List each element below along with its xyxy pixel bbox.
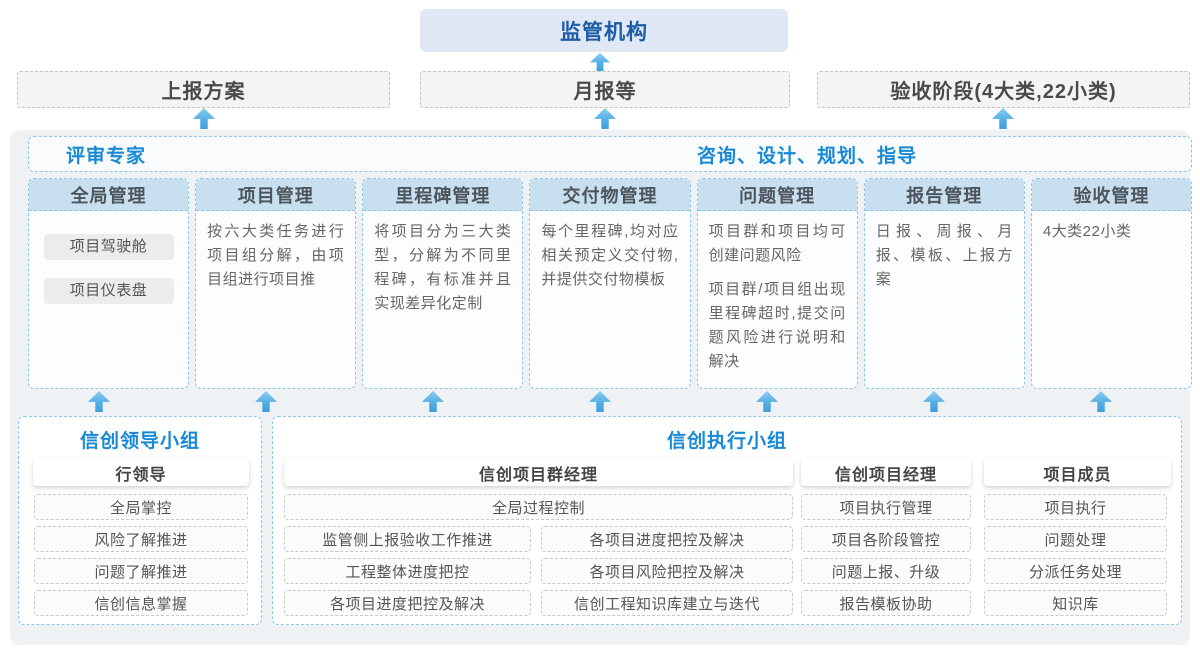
- chip-project-dashboard: 项目仪表盘: [43, 278, 174, 304]
- execution-group: 信创执行小组 信创项目群经理 全局过程控制 监管侧上报验收工作推进 工程整体进度…: [272, 416, 1182, 625]
- column-text: 每个里程碑,均对应相关预定义交付物,并提供交付物模板: [541, 223, 679, 288]
- regulator-box: 监管机构: [420, 9, 788, 52]
- main-panel: 评审专家 咨询、设计、规划、指导 全局管理 项目驾驶舱 项目仪表盘 项目管理 按…: [10, 130, 1192, 645]
- leadership-group-title: 信创领导小组: [79, 431, 200, 452]
- column-issue-mgmt: 问题管理 项目群和项目均可创建问题风险 项目群/项目组出现里程碑超时,提交问题风…: [696, 178, 858, 389]
- column-text: 项目群和项目均可创建问题风险: [708, 223, 846, 264]
- list-item: 信创信息掌握: [34, 590, 248, 616]
- list-item: 知识库: [984, 590, 1167, 616]
- role-program-manager: 信创项目群经理: [284, 459, 793, 486]
- column-body: 日报、周报、月报、模板、上报方案: [865, 211, 1024, 311]
- list-item: 监管侧上报验收工作推进: [284, 526, 531, 552]
- monthly-report-box: 月报等: [420, 71, 790, 108]
- column-global-mgmt: 全局管理 项目驾驶舱 项目仪表盘: [28, 178, 190, 389]
- role-project-member: 项目成员: [984, 459, 1171, 486]
- column-body: 每个里程碑,均对应相关预定义交付物,并提供交付物模板: [530, 211, 689, 311]
- up-arrow-icon: [590, 53, 610, 71]
- leadership-group: 信创领导小组 行领导 全局掌控 风险了解推进 问题了解推进 信创信息掌握: [18, 416, 262, 625]
- acceptance-stage-label: 验收阶段(4大类,22小类): [890, 81, 1117, 103]
- execution-group-title: 信创执行小组: [666, 431, 787, 452]
- list-item: 全局过程控制: [284, 494, 793, 520]
- list-item: 问题了解推进: [34, 558, 248, 584]
- column-text: 按六大类任务进行项目组分解，由项目组进行项目推: [207, 223, 345, 288]
- column-header: 全局管理: [29, 179, 189, 211]
- list-item: 各项目进度把控及解决: [541, 526, 793, 552]
- column-header: 问题管理: [697, 179, 857, 211]
- column-milestone-mgmt: 里程碑管理 将项目分为三大类型，分解为不同里程碑，有标准并且实现差异化定制: [362, 178, 524, 389]
- consulting-label: 咨询、设计、规划、指导: [697, 145, 918, 167]
- chip-project-cockpit: 项目驾驶舱: [43, 234, 174, 260]
- column-text: 将项目分为三大类型，分解为不同里程碑，有标准并且实现差异化定制: [374, 223, 512, 312]
- management-columns: 全局管理 项目驾驶舱 项目仪表盘 项目管理 按六大类任务进行项目组分解，由项目组…: [28, 178, 1192, 389]
- monthly-report-label: 月报等: [573, 81, 637, 103]
- column-header: 项目管理: [196, 179, 356, 211]
- column-project-mgmt: 项目管理 按六大类任务进行项目组分解，由项目组进行项目推: [195, 178, 357, 389]
- list-item: 项目各阶段管控: [801, 526, 971, 552]
- column-acceptance-mgmt: 验收管理 4大类22小类: [1030, 178, 1192, 389]
- role-bank-leaders: 行领导: [33, 459, 249, 486]
- list-item: 项目执行管理: [801, 494, 971, 520]
- list-item: 各项目风险把控及解决: [541, 558, 793, 584]
- list-item: 项目执行: [984, 494, 1167, 520]
- column-body: 项目群和项目均可创建问题风险 项目群/项目组出现里程碑超时,提交问题风险进行说明…: [698, 211, 857, 388]
- column-header: 交付物管理: [530, 179, 690, 211]
- list-item: 问题处理: [984, 526, 1167, 552]
- list-item: 工程整体进度把控: [284, 558, 531, 584]
- regulator-label: 监管机构: [560, 20, 648, 44]
- role-project-manager: 信创项目经理: [801, 459, 971, 486]
- list-item: 问题上报、升级: [801, 558, 971, 584]
- column-body: 项目驾驶舱 项目仪表盘: [29, 211, 188, 313]
- up-arrow-icon: [594, 108, 616, 129]
- report-plan-label: 上报方案: [161, 81, 246, 103]
- column-body: 将项目分为三大类型，分解为不同里程碑，有标准并且实现差异化定制: [363, 211, 522, 335]
- up-arrow-icon: [193, 108, 215, 129]
- list-item: 各项目进度把控及解决: [284, 590, 531, 616]
- column-body: 4大类22小类: [1032, 211, 1191, 263]
- experts-strip: 评审专家 咨询、设计、规划、指导: [28, 136, 1192, 172]
- list-item: 风险了解推进: [34, 526, 248, 552]
- up-arrow-icon: [992, 108, 1014, 129]
- column-text: 日报、周报、月报、模板、上报方案: [875, 223, 1013, 288]
- column-deliverable-mgmt: 交付物管理 每个里程碑,均对应相关预定义交付物,并提供交付物模板: [529, 178, 691, 389]
- list-item: 分派任务处理: [984, 558, 1167, 584]
- column-header: 里程碑管理: [363, 179, 523, 211]
- list-item: 报告模板协助: [801, 590, 971, 616]
- column-text: 项目群/项目组出现里程碑超时,提交问题风险进行说明和解决: [708, 281, 846, 370]
- acceptance-stage-box: 验收阶段(4大类,22小类): [817, 71, 1190, 108]
- report-plan-box: 上报方案: [17, 71, 390, 108]
- column-text: 4大类22小类: [1042, 223, 1132, 240]
- column-report-mgmt: 报告管理 日报、周报、月报、模板、上报方案: [863, 178, 1025, 389]
- list-item: 信创工程知识库建立与迭代: [541, 590, 793, 616]
- column-body: 按六大类任务进行项目组分解，由项目组进行项目推: [196, 211, 355, 311]
- column-header: 报告管理: [864, 179, 1024, 211]
- review-experts-label: 评审专家: [66, 145, 147, 167]
- list-item: 全局掌控: [34, 494, 248, 520]
- column-header: 验收管理: [1031, 179, 1191, 211]
